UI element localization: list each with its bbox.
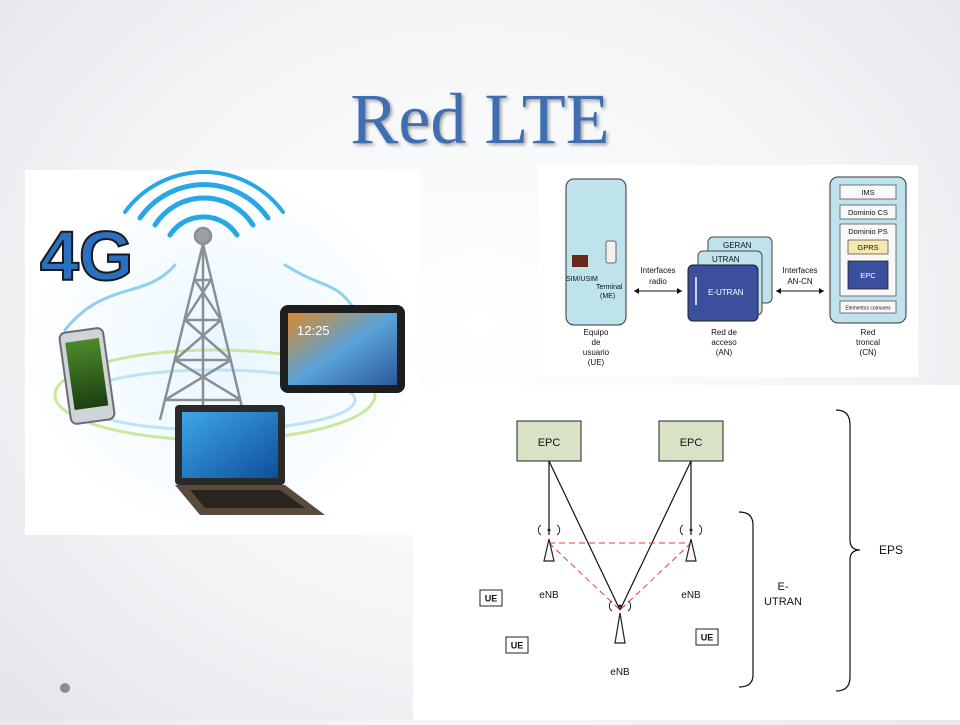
laptop-icon bbox=[175, 405, 325, 515]
tablet-icon: 12:25 bbox=[280, 305, 405, 393]
terminal-label: Terminal bbox=[596, 284, 623, 291]
eps-brace-label: EPS bbox=[879, 543, 903, 557]
core-caption-2: troncal bbox=[856, 338, 880, 347]
epc-right-label: EPC bbox=[680, 437, 703, 449]
eutran-label: E-UTRAN bbox=[708, 288, 744, 297]
eutran-bracket-label-1: E- bbox=[778, 581, 789, 593]
enb-right-label: eNB bbox=[681, 590, 701, 601]
ps-domain-label: Dominio PS bbox=[848, 227, 888, 236]
access-caption-3: (AN) bbox=[716, 348, 733, 357]
antenna-tower-icon bbox=[158, 226, 247, 421]
common-elements-label: Elementos comunes bbox=[845, 306, 891, 312]
slide-title: Red LTE bbox=[350, 79, 610, 159]
s1-links bbox=[548, 460, 692, 611]
4g-badge: 4G bbox=[40, 217, 133, 295]
terminal-phone-icon bbox=[605, 240, 617, 264]
gprs-label: GPRS bbox=[857, 243, 878, 252]
enb-bottom-label: eNB bbox=[610, 667, 630, 678]
ue-caption-3: usuario bbox=[583, 348, 610, 357]
ue-3-label: UE bbox=[701, 633, 714, 643]
cs-domain-label: Dominio CS bbox=[848, 208, 888, 217]
terminal-sublabel: (ME) bbox=[600, 293, 615, 300]
ue-caption-2: de bbox=[592, 338, 601, 347]
ancn-interface-label-2: AN-CN bbox=[787, 277, 813, 286]
eps-diagram: EPC EPC bbox=[413, 385, 960, 720]
core-caption-3: (CN) bbox=[860, 348, 877, 357]
x2-links bbox=[548, 542, 692, 611]
enb-left-label: eNB bbox=[539, 590, 559, 601]
ue-2-label: UE bbox=[511, 641, 524, 651]
radio-interface-label-1: Interfaces bbox=[640, 266, 675, 275]
tablet-clock: 12:25 bbox=[297, 323, 330, 338]
bullet-dot bbox=[60, 683, 70, 693]
utran-label: UTRAN bbox=[712, 255, 740, 264]
core-caption-1: Red bbox=[861, 328, 876, 337]
core-epc-label: EPC bbox=[860, 271, 876, 280]
lte-architecture-diagram: SIM/USIM Terminal (ME) Equipo de usuario… bbox=[538, 165, 918, 377]
enb-right-icon bbox=[679, 524, 703, 562]
epc-left-label: EPC bbox=[538, 437, 561, 449]
access-caption-1: Red de bbox=[711, 328, 737, 337]
radio-interface-label-2: radio bbox=[649, 277, 667, 286]
ue-1-label: UE bbox=[485, 594, 498, 604]
ue-caption-1: Equipo bbox=[584, 328, 609, 337]
ancn-interface-label-1: Interfaces bbox=[782, 266, 817, 275]
lte-illustration: 4G 12:25 bbox=[25, 170, 420, 535]
geran-label: GERAN bbox=[723, 241, 752, 250]
sim-label: SIM/USIM bbox=[566, 276, 598, 283]
smartphone-icon bbox=[58, 327, 116, 425]
eutran-bracket bbox=[738, 511, 754, 688]
eps-brace bbox=[835, 409, 861, 692]
enb-left-icon bbox=[537, 524, 561, 562]
sim-card-icon bbox=[572, 255, 588, 267]
ims-label: IMS bbox=[861, 188, 874, 197]
access-caption-2: acceso bbox=[711, 338, 737, 347]
eutran-bracket-label-2: UTRAN bbox=[764, 596, 802, 608]
ue-caption-4: (UE) bbox=[588, 358, 605, 367]
enb-bottom-icon bbox=[608, 600, 632, 644]
